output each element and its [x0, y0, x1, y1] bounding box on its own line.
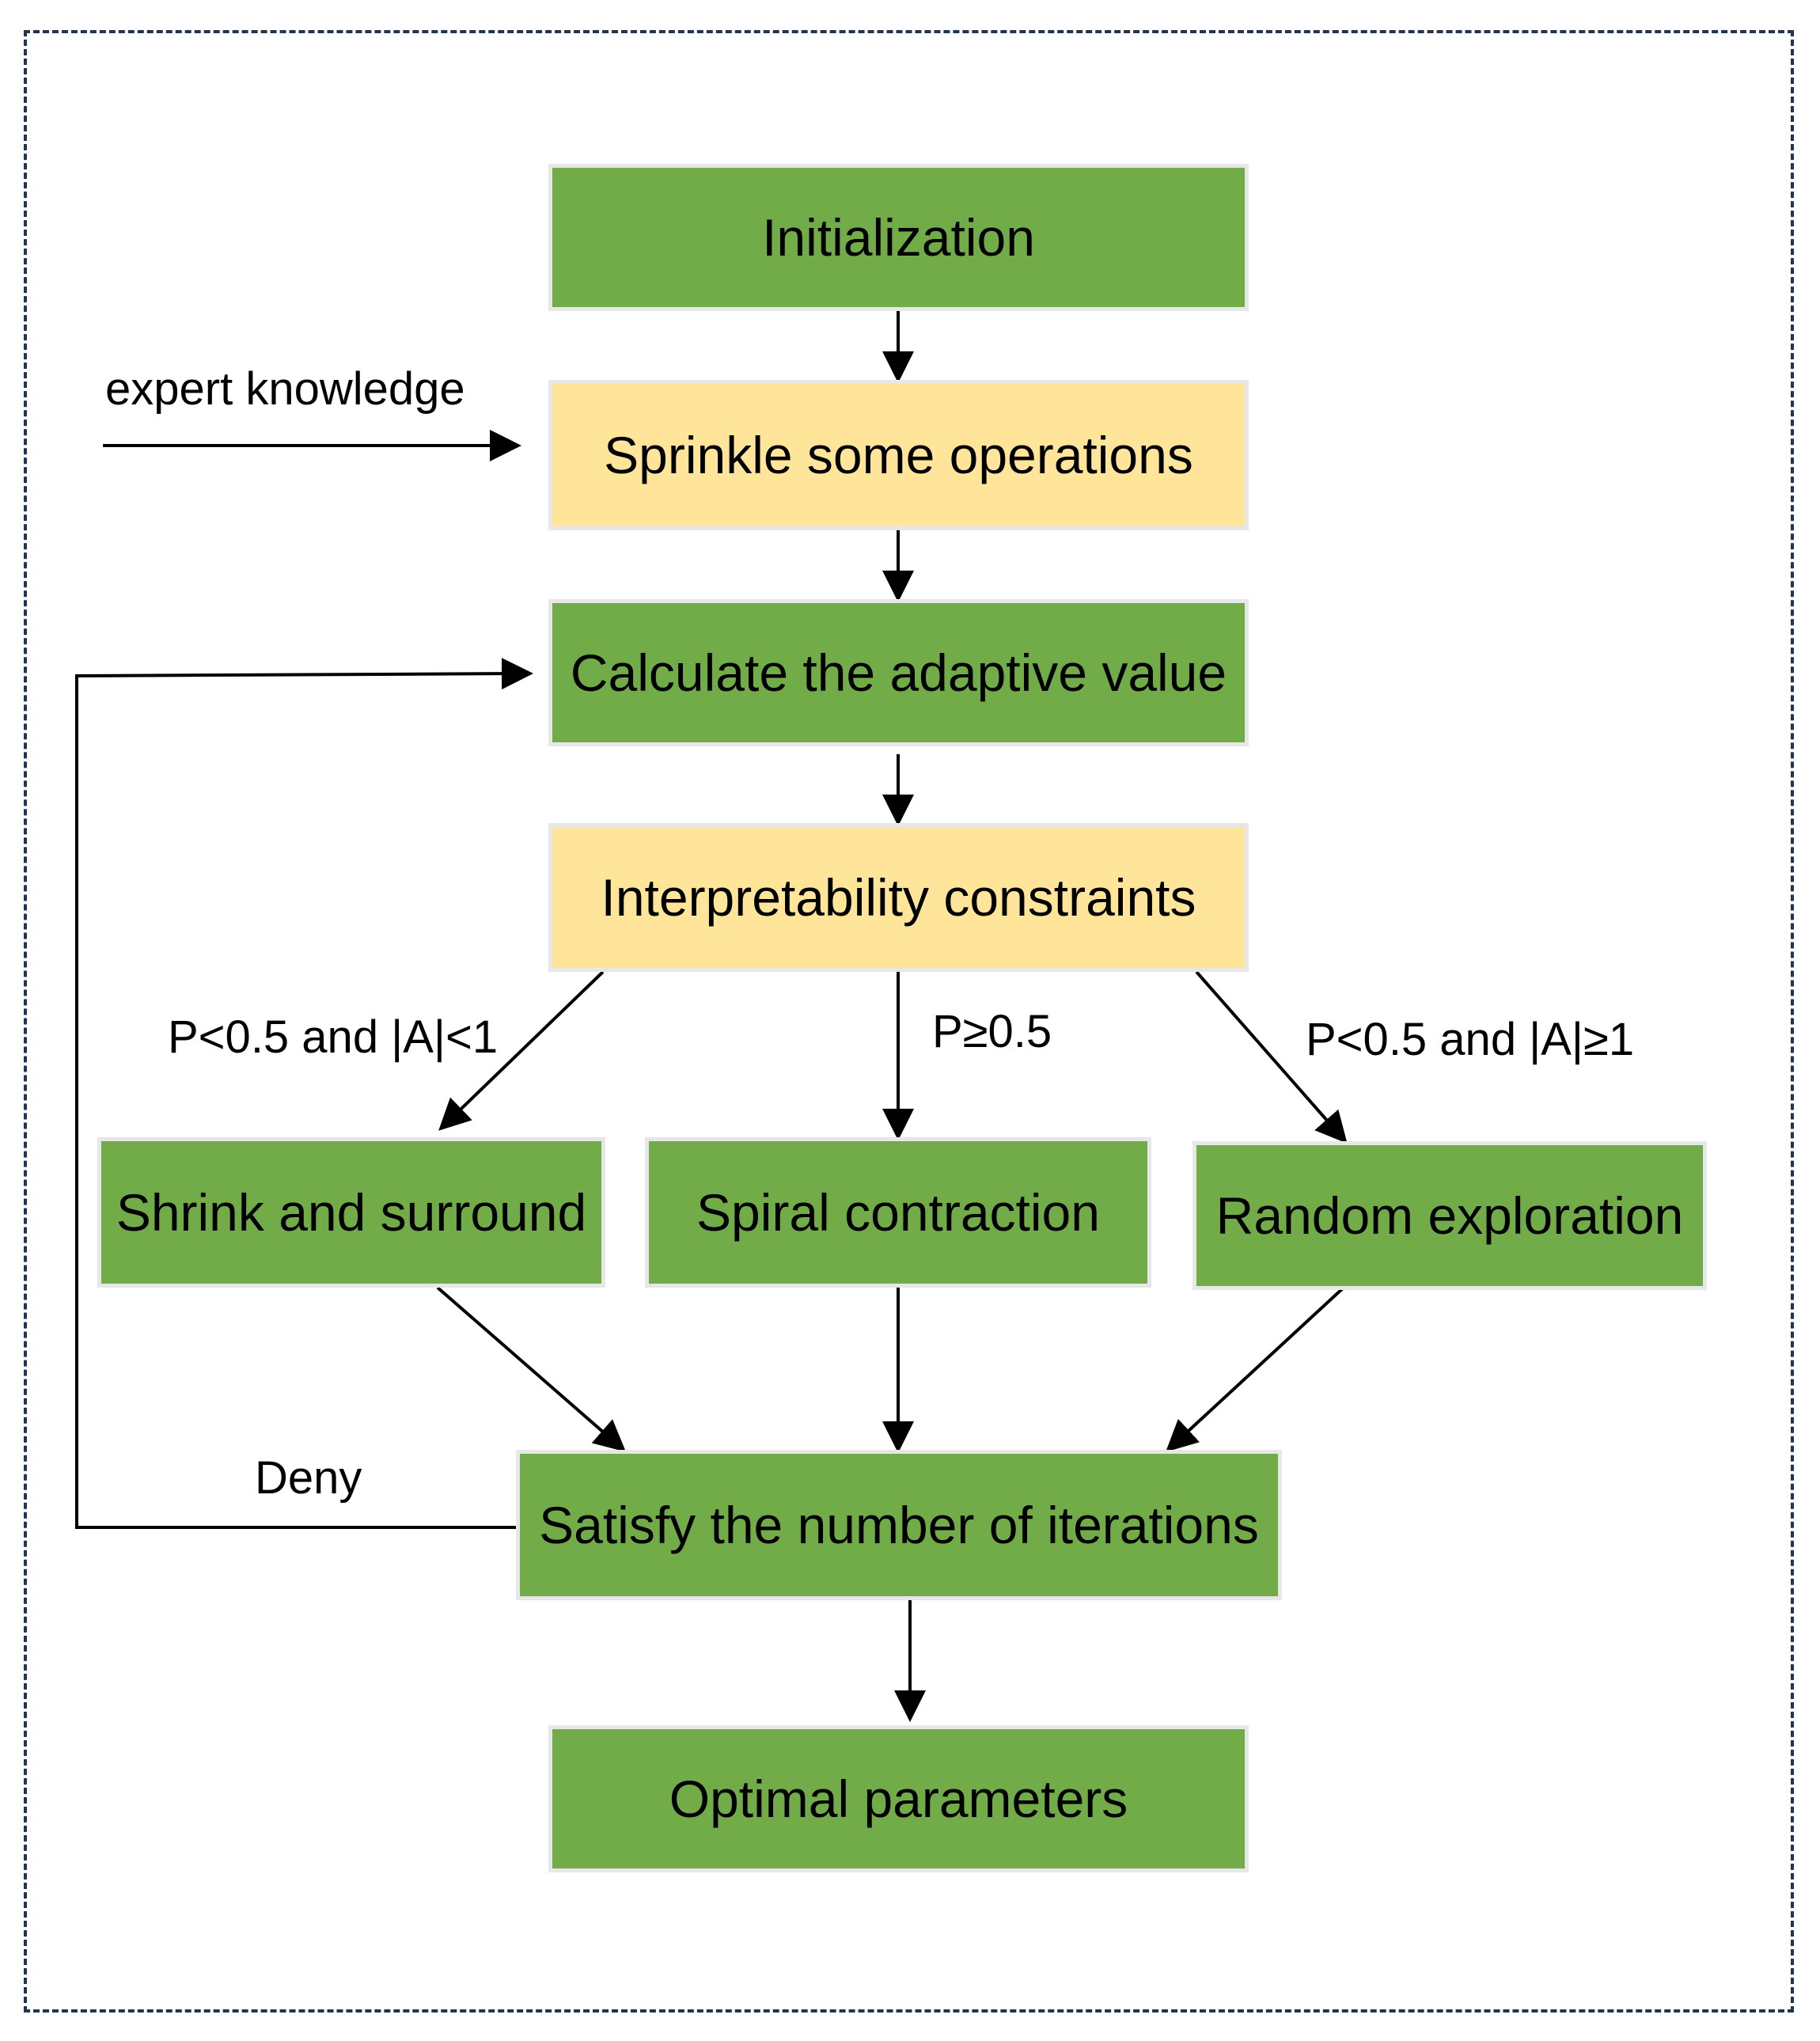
sprinkle-operations-node: Sprinkle some operations: [548, 380, 1249, 530]
spiral-contraction-label: Spiral contraction: [696, 1183, 1100, 1242]
shrink-surround-node: Shrink and surround: [97, 1137, 605, 1288]
expert-knowledge-label: expert knowledge: [105, 363, 465, 415]
shrink-surround-label: Shrink and surround: [116, 1183, 587, 1242]
iterations-check-label: Satisfy the number of iterations: [539, 1496, 1259, 1554]
optimal-parameters-label: Optimal parameters: [669, 1770, 1128, 1828]
spiral-contraction-node: Spiral contraction: [645, 1137, 1151, 1288]
condition-middle-label: P≥0.5: [932, 1006, 1052, 1057]
initialization-label: Initialization: [762, 208, 1035, 267]
diagram-frame: [24, 30, 1794, 2013]
arrow-constraints-to-shrink: [438, 970, 605, 1131]
condition-left-label: P<0.5 and |A|<1: [168, 1011, 499, 1063]
interpretability-constraints-node: Interpretability constraints: [548, 823, 1249, 972]
adaptive-value-label: Calculate the adaptive value: [570, 643, 1227, 702]
arrow-random-to-iterations: [1166, 1286, 1345, 1452]
deny-label: Deny: [255, 1452, 362, 1504]
interpretability-constraints-label: Interpretability constraints: [601, 868, 1196, 927]
random-exploration-node: Random exploration: [1192, 1141, 1707, 1290]
arrow-constraints-to-random: [1195, 970, 1348, 1144]
random-exploration-label: Random exploration: [1215, 1186, 1684, 1245]
arrow-deny-loop: [75, 658, 533, 1529]
initialization-node: Initialization: [548, 164, 1249, 311]
sprinkle-operations-label: Sprinkle some operations: [604, 426, 1193, 484]
condition-right-label: P<0.5 and |A|≥1: [1306, 1014, 1635, 1065]
iterations-check-node: Satisfy the number of iterations: [516, 1450, 1282, 1600]
optimal-parameters-node: Optimal parameters: [548, 1725, 1249, 1872]
adaptive-value-node: Calculate the adaptive value: [548, 599, 1249, 746]
arrow-shrink-to-iterations: [436, 1286, 627, 1452]
